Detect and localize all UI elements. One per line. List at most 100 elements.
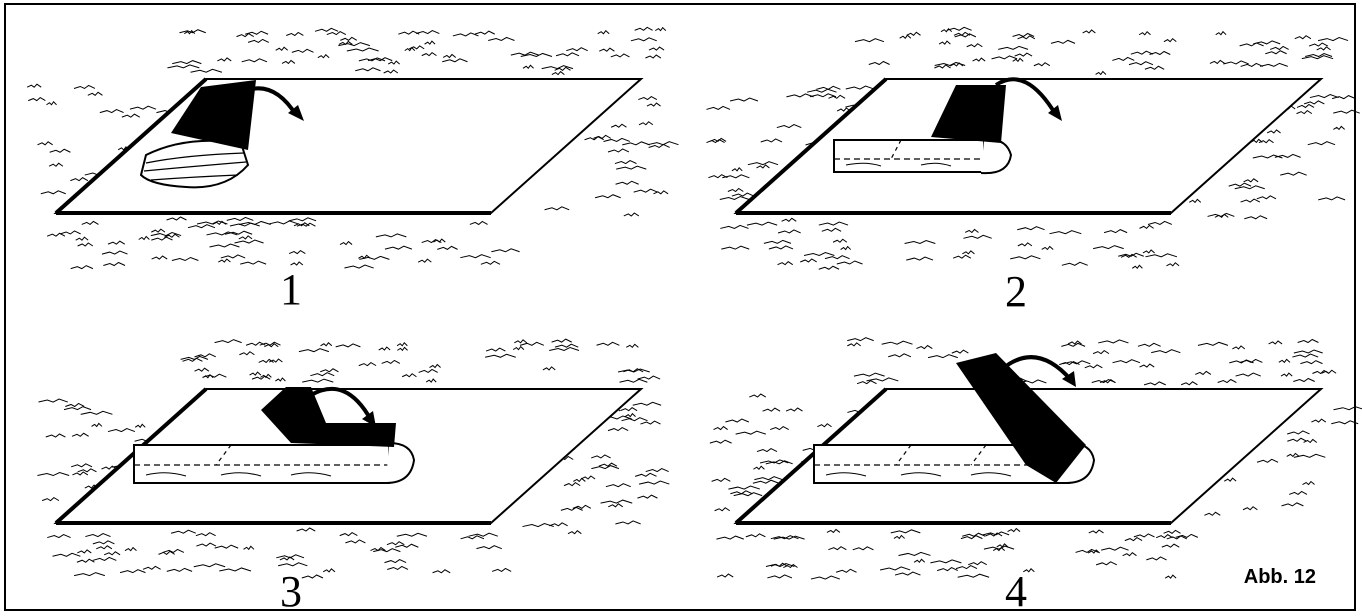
grass-tuft [80, 410, 113, 415]
grass-tuft [998, 45, 1029, 50]
grass-tuft [1214, 213, 1229, 219]
grass-tuft [1124, 536, 1143, 542]
grass-tuft [384, 245, 413, 250]
grass-tuft [1244, 215, 1268, 220]
grass-tuft [1139, 363, 1155, 368]
grass-tuft [777, 261, 794, 266]
grass-tuft [73, 572, 106, 577]
grass-tuft [836, 107, 851, 112]
grass-tuft [770, 535, 799, 540]
step-number-2: 2 [1005, 267, 1027, 316]
grass-tuft [853, 372, 885, 377]
grass-tuft [91, 422, 103, 428]
grass-tuft [1155, 534, 1173, 539]
grass-tuft [1067, 340, 1082, 345]
grass-tuft [384, 559, 407, 564]
grass-tuft [653, 190, 669, 195]
grass-tuft [638, 480, 670, 485]
grass-tuft [1163, 529, 1181, 534]
grass-tuft [1137, 342, 1161, 347]
grass-tuft [554, 66, 571, 71]
grass-tuft [180, 355, 209, 360]
grass-tuft [268, 220, 299, 225]
grass-tuft [218, 258, 231, 263]
grass-tuft [938, 40, 951, 45]
grass-tuft [182, 357, 203, 362]
grass-tuft [608, 503, 624, 508]
grass-tuft [648, 46, 665, 51]
grass-tuft [166, 216, 187, 221]
grass-tuft [70, 265, 94, 270]
grass-tuft [1147, 220, 1173, 226]
grass-tuft [187, 224, 216, 229]
grass-tuft [847, 337, 874, 342]
grass-tuft [322, 568, 336, 573]
grass-tuft [1215, 30, 1227, 36]
grass-tuft [1166, 535, 1188, 540]
grass-tuft [706, 138, 725, 144]
grass-tuft [358, 57, 386, 62]
grass-tuft [706, 105, 731, 111]
grass-tuft [716, 573, 734, 578]
grass-tuft [96, 545, 113, 550]
grass-tuft [725, 418, 750, 423]
grass-tuft [597, 30, 610, 35]
grass-tuft [596, 341, 620, 346]
grass-tuft [709, 137, 727, 143]
grass-tuft [107, 428, 136, 433]
grass-tuft [522, 523, 554, 528]
grass-tuft [828, 546, 847, 551]
grass-tuft [1217, 378, 1237, 384]
grass-tuft [433, 238, 446, 243]
grass-tuft [1189, 198, 1202, 204]
grass-tuft [554, 343, 579, 348]
grass-tuft [424, 40, 436, 45]
grass-tuft [326, 30, 347, 36]
grass-tuft [320, 342, 333, 347]
grass-tuft [632, 401, 662, 406]
grass-tuft [934, 61, 966, 67]
grass-tuft [955, 565, 978, 570]
grass-tuft [415, 29, 440, 35]
grass-tuft [762, 407, 781, 412]
grass-tuft [474, 30, 495, 35]
grass-tuft [624, 412, 636, 418]
grass-tuft [735, 430, 766, 435]
grass-tuft [404, 46, 416, 52]
grass-tuft [836, 260, 863, 265]
grass-tuft [634, 26, 653, 31]
grass-tuft [522, 64, 534, 70]
grass-tuft [776, 124, 802, 129]
grass-tuft [432, 569, 451, 574]
grass-tuft [972, 57, 986, 62]
grass-tuft [733, 492, 763, 497]
grass-tuft [381, 359, 401, 365]
grass-tuft [488, 36, 515, 42]
grass-tuft [150, 232, 182, 237]
grass-tuft [491, 248, 520, 253]
grass-tuft [234, 239, 264, 244]
grass-tuft [1243, 178, 1259, 183]
grass-tuft [890, 529, 921, 534]
grass-tuft [753, 465, 765, 470]
grass-tuft [634, 472, 657, 477]
grass-tuft [485, 347, 506, 352]
grass-tuft [953, 31, 971, 36]
grass-tuft [409, 45, 425, 50]
grass-tuft [520, 52, 553, 58]
grass-tuft [387, 565, 409, 571]
step-number-1: 1 [280, 265, 302, 314]
grass-tuft [940, 27, 953, 33]
grass-tuft [396, 341, 408, 347]
grass-tuft [1118, 252, 1144, 257]
grass-tuft [63, 406, 92, 411]
grass-tuft [418, 368, 438, 374]
grass-tuft [826, 528, 841, 534]
grass-tuft [239, 351, 255, 356]
grass-tuft [151, 228, 166, 233]
grass-tuft [219, 567, 252, 572]
grass-tuft [888, 353, 912, 358]
grass-tuft [934, 64, 951, 69]
grass-tuft [47, 533, 71, 539]
grass-tuft [756, 447, 778, 453]
